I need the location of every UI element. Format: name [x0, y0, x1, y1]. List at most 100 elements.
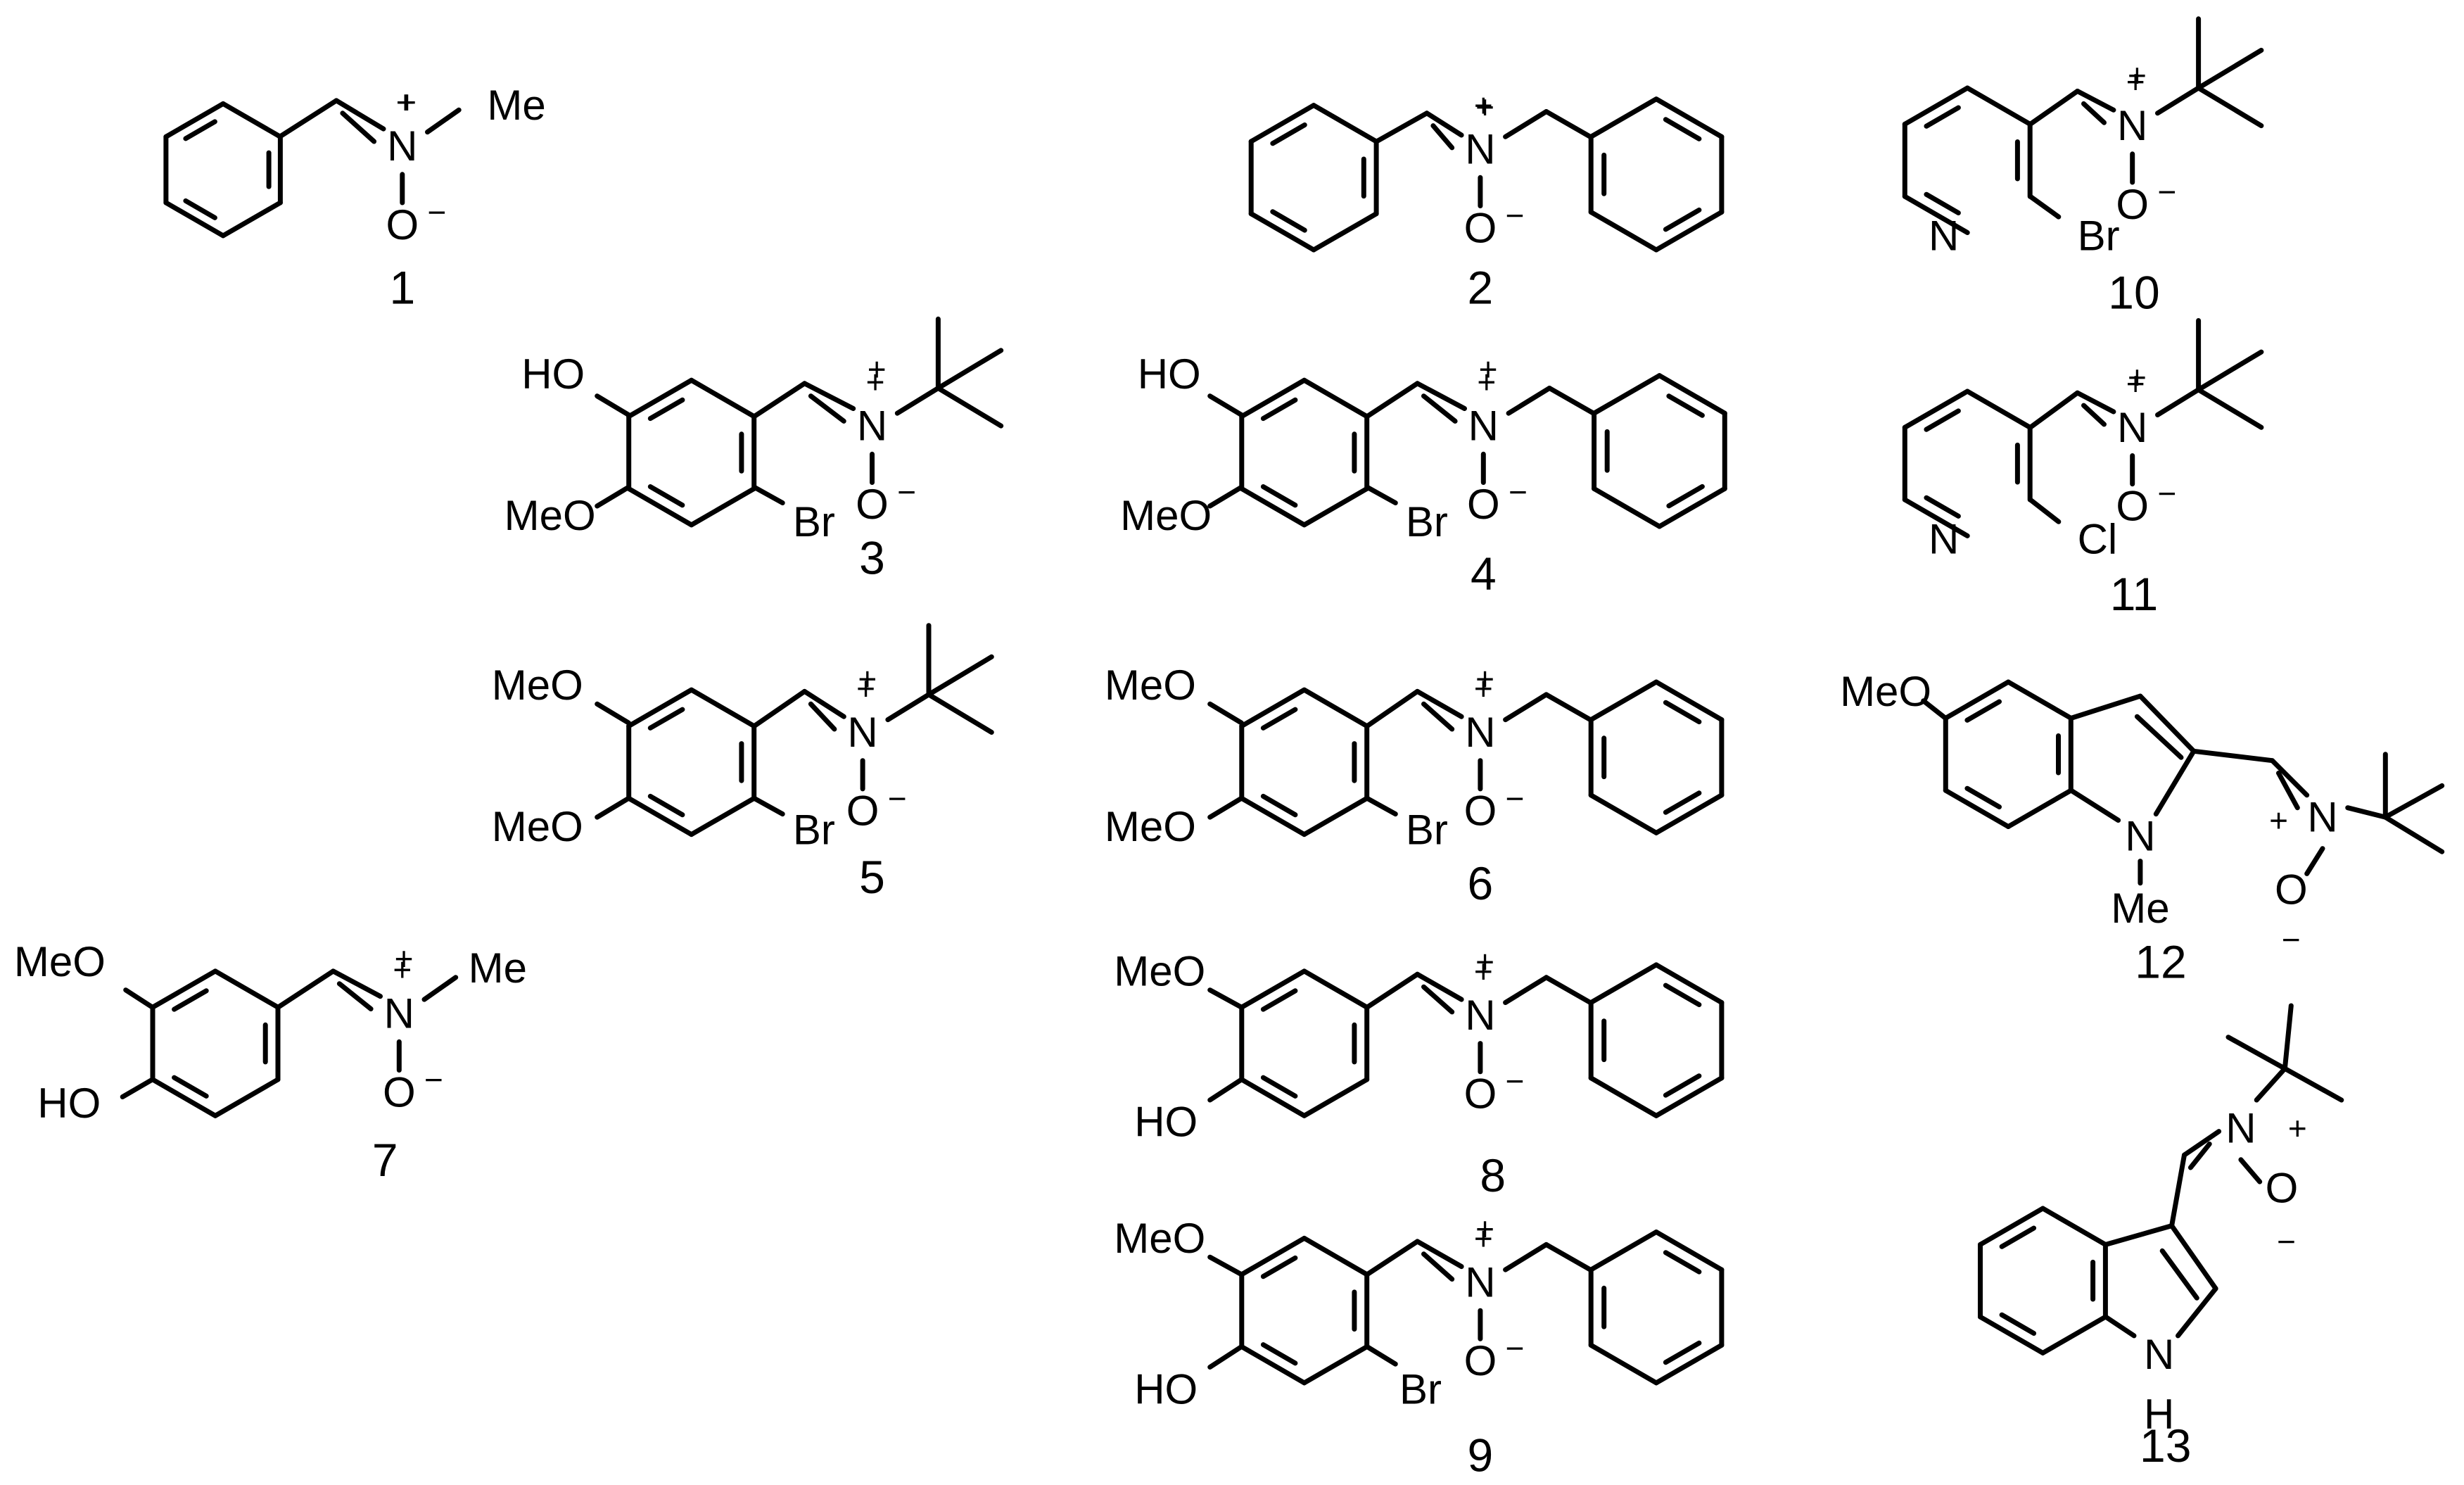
bond-line [1311, 211, 1379, 253]
atom-label: N [2125, 812, 2155, 859]
positive-charge: + [393, 952, 412, 988]
bond-line [2282, 1003, 2294, 1071]
bond-line [1421, 984, 1455, 1015]
bond-line [1999, 1225, 2037, 1249]
bond-line [2028, 89, 2081, 127]
bond-line [2196, 387, 2264, 430]
bond-line [1424, 110, 1464, 138]
bond-line [1421, 701, 1455, 732]
bond-line [1663, 790, 1702, 815]
bond-line [2075, 89, 2116, 113]
bond-line [1653, 209, 1725, 253]
positive-charge: + [866, 364, 885, 400]
bond-line [689, 795, 757, 838]
bond-line [1653, 679, 1725, 723]
bond-line [183, 119, 217, 141]
bond-line [2155, 85, 2202, 116]
bond-line [1302, 1235, 1370, 1277]
positive-charge: + [1475, 944, 1494, 980]
bond-line [2155, 387, 2202, 417]
bond-line [1544, 109, 1593, 139]
bond-line [1588, 209, 1659, 253]
bond-line [689, 486, 757, 528]
bond-line [2196, 349, 2264, 393]
bond-line [926, 654, 994, 697]
bond-line [1503, 1241, 1549, 1272]
bond-line [1207, 484, 1244, 509]
positive-charge: + [1474, 670, 1493, 707]
bond-line [1270, 122, 1307, 146]
bond-line [1260, 988, 1298, 1012]
compound-number: 6 [1468, 857, 1494, 909]
bond-line [277, 98, 339, 139]
bond-line [751, 688, 807, 729]
positive-charge: + [858, 661, 877, 697]
bond-line [1207, 393, 1244, 417]
atom-label: HO [37, 1080, 101, 1127]
bond-line [183, 198, 217, 220]
bond-line [1260, 1342, 1298, 1366]
bond-line [2103, 1223, 2175, 1247]
bond-line [2081, 403, 2107, 427]
positive-charge: + [1475, 89, 1494, 125]
bond-line [2191, 748, 2275, 764]
bond-line [1943, 679, 2011, 721]
bond-line [1364, 1239, 1420, 1277]
bond-line [1663, 700, 1702, 725]
bond-line [2345, 805, 2388, 820]
bond-line [212, 1077, 281, 1118]
positive-charge: + [1474, 953, 1493, 990]
bond-line [1924, 191, 1961, 215]
atom-label: O [2116, 181, 2149, 228]
bond-line [935, 348, 1004, 391]
bond-line [689, 687, 757, 729]
compound-number: 7 [372, 1134, 398, 1186]
atom-label: Me [487, 82, 545, 129]
bond-line [2382, 814, 2445, 854]
bond-line [120, 1077, 155, 1099]
bond-line [1902, 85, 1970, 127]
positive-charge: + [396, 84, 415, 120]
bond-line [1503, 692, 1549, 723]
bond-line [163, 101, 226, 139]
bond-line [1239, 486, 1307, 528]
atom-label: N [2117, 102, 2147, 149]
bond-line [1547, 386, 1596, 416]
atom-label: MeO [492, 662, 583, 709]
positive-charge: + [868, 351, 887, 388]
bond-line [2138, 693, 2197, 754]
bond-line [1302, 1077, 1370, 1118]
bond-line [1207, 1254, 1244, 1277]
bond-line [1924, 495, 1961, 519]
bond-line [1588, 96, 1659, 139]
bond-line [1239, 377, 1307, 419]
bond-line [2225, 1035, 2287, 1071]
atom-label: N [1465, 1259, 1495, 1306]
bond-line [1415, 1239, 1464, 1270]
bond-line [421, 975, 459, 1002]
bond-line [894, 386, 941, 416]
negative-charge: − [424, 1061, 443, 1098]
positive-charge: + [2288, 1110, 2307, 1146]
negative-charge: − [2277, 1223, 2296, 1260]
bond-line [751, 795, 785, 817]
atom-label: O [383, 1068, 416, 1116]
bond-line [1964, 388, 2033, 430]
bond-line [626, 795, 694, 838]
bond-line [1302, 687, 1370, 729]
bond-line [1248, 211, 1316, 253]
bond-line [1430, 123, 1455, 151]
atom-label: N [1465, 992, 1495, 1039]
bond-line [1302, 377, 1370, 419]
atom-label: O [856, 481, 889, 528]
bond-line [1260, 484, 1298, 508]
bond-line [1270, 209, 1307, 233]
bond-line [2254, 1066, 2287, 1103]
bond-line [1653, 1230, 1725, 1272]
bond-line [1260, 1255, 1298, 1279]
bond-line [212, 968, 281, 1010]
bond-line [2187, 1142, 2212, 1170]
bond-line [1364, 688, 1420, 729]
bond-line [1260, 707, 1298, 731]
